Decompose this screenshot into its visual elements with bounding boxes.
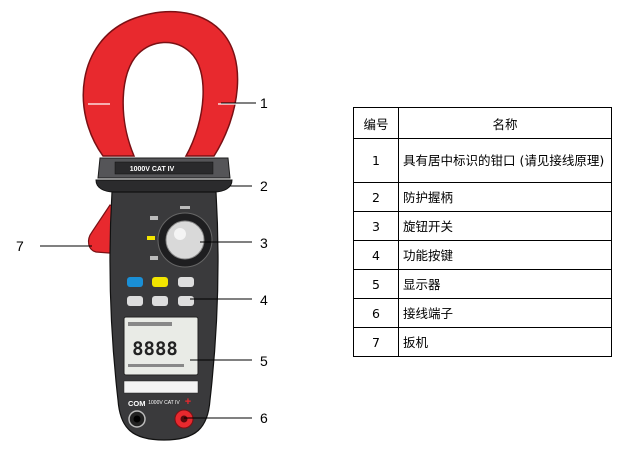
brand-strip [123, 380, 199, 394]
legend-name: 旋钮开关 [398, 211, 612, 241]
clamp-jaw [82, 11, 239, 157]
dial-mark-c [150, 256, 158, 260]
legend-name: 功能按键 [398, 240, 612, 270]
function-button-yellow [152, 277, 168, 287]
legend-name: 防护握柄 [398, 182, 612, 212]
legend-name: 显示器 [398, 269, 612, 299]
lcd-bar-bottom [128, 364, 184, 367]
lcd-bar-top [128, 322, 172, 326]
function-button-gray-4 [178, 296, 194, 306]
dial-mark-d [180, 206, 190, 209]
legend-header-num: 编号 [353, 107, 399, 139]
dial-mark-b [147, 236, 155, 240]
legend-row: 3 旋钮开关 [353, 211, 612, 241]
callout-1: 1 [260, 95, 268, 111]
function-button-gray-1 [178, 277, 194, 287]
rating-label: 1000V CAT IV [130, 166, 175, 173]
legend-row: 5 显示器 [353, 269, 612, 299]
knob-highlight [174, 228, 186, 240]
legend-table: 编号 名称 1 具有居中标识的钳口 (请见接线原理) 2 防护握柄 3 旋钮开关… [353, 107, 612, 357]
legend-header-name: 名称 [398, 107, 612, 139]
legend-row: 1 具有居中标识的钳口 (请见接线原理) [353, 138, 612, 183]
legend-num: 1 [353, 138, 399, 183]
callout-6: 6 [260, 410, 268, 426]
plus-terminal-hole [180, 415, 188, 423]
protective-guard [95, 179, 233, 193]
legend-name: 具有居中标识的钳口 (请见接线原理) [398, 138, 612, 183]
callout-2: 2 [260, 178, 268, 194]
callout-4: 4 [260, 292, 268, 308]
lcd-display [123, 316, 199, 376]
legend-header-row: 编号 名称 [353, 107, 612, 139]
terminal-com-label: COM [128, 399, 146, 408]
function-button-gray-2 [127, 296, 143, 306]
legend-num: 4 [353, 240, 399, 270]
callout-5: 5 [260, 353, 268, 369]
terminal-plus-label: + [185, 396, 191, 408]
terminal-rating-label: 1000V CAT IV [148, 400, 180, 406]
legend-row: 6 接线端子 [353, 298, 612, 328]
legend-row: 7 扳机 [353, 327, 612, 357]
rating-plate [114, 161, 214, 175]
legend-row: 2 防护握柄 [353, 182, 612, 212]
lcd-digits: 8888 [132, 338, 178, 360]
callout-3: 3 [260, 235, 268, 251]
com-terminal-hole [133, 415, 141, 423]
function-button-blue [127, 277, 143, 287]
rotary-knob [165, 220, 205, 260]
function-button-gray-3 [152, 296, 168, 306]
legend-num: 2 [353, 182, 399, 212]
legend-num: 3 [353, 211, 399, 241]
callout-7: 7 [16, 238, 24, 254]
legend-num: 5 [353, 269, 399, 299]
legend-num: 6 [353, 298, 399, 328]
legend-row: 4 功能按键 [353, 240, 612, 270]
legend-name: 接线端子 [398, 298, 612, 328]
dial-mark-a [150, 216, 158, 220]
legend-name: 扳机 [398, 327, 612, 357]
legend-num: 7 [353, 327, 399, 357]
